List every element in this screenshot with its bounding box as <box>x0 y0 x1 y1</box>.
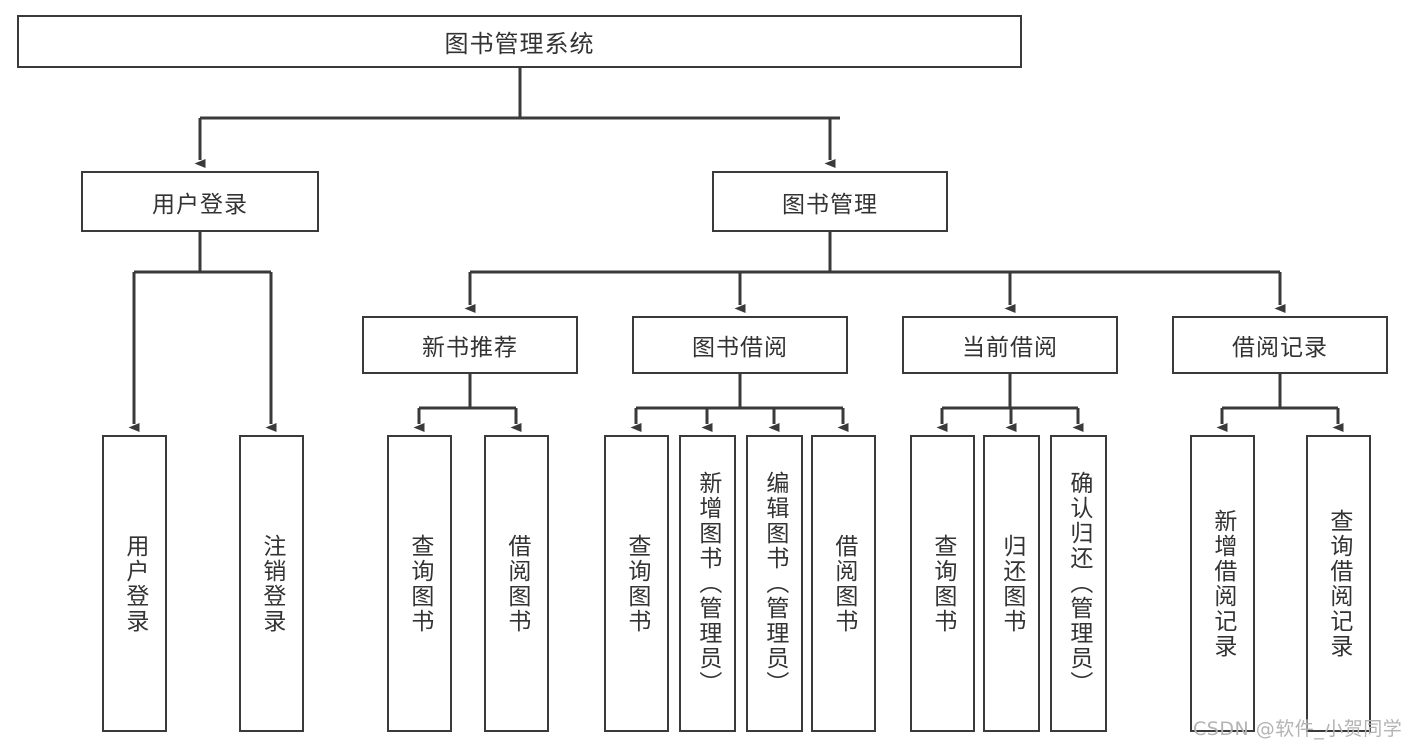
leaf-query-book-2-label: 查询图书 <box>623 533 650 634</box>
leaf-confirm-return-label: 确认归还（管理员） <box>1065 471 1092 696</box>
leaf-borrow-book-2-label: 借阅图书 <box>830 533 857 634</box>
node-current-borrow[interactable]: 当前借阅 <box>902 316 1118 374</box>
leaf-query-record-label: 查询借阅记录 <box>1325 508 1352 659</box>
node-borrow-record-label: 借阅记录 <box>1232 335 1328 361</box>
leaf-edit-book-label: 编辑图书（管理员） <box>761 471 788 696</box>
node-book-borrow[interactable]: 图书借阅 <box>632 316 848 374</box>
node-current-borrow-label: 当前借阅 <box>962 335 1058 361</box>
leaf-query-record[interactable]: 查询借阅记录 <box>1306 435 1371 732</box>
node-root[interactable]: 图书管理系统 <box>17 15 1022 68</box>
leaf-query-book-3[interactable]: 查询图书 <box>910 435 975 732</box>
leaf-logout[interactable]: 注销登录 <box>239 435 304 732</box>
node-borrow-record[interactable]: 借阅记录 <box>1172 316 1388 374</box>
node-root-label: 图书管理系统 <box>444 30 595 58</box>
leaf-add-book[interactable]: 新增图书（管理员） <box>679 435 736 732</box>
node-user-login-label: 用户登录 <box>152 191 248 218</box>
leaf-query-book-1-label: 查询图书 <box>406 533 433 634</box>
leaf-borrow-book-2[interactable]: 借阅图书 <box>811 435 876 732</box>
leaf-user-login[interactable]: 用户登录 <box>102 435 167 732</box>
leaf-user-login-label: 用户登录 <box>121 533 148 634</box>
leaf-query-book-1[interactable]: 查询图书 <box>387 435 452 732</box>
node-new-book-recommend[interactable]: 新书推荐 <box>362 316 578 374</box>
csdn-watermark: CSDN @软件_小贺同学 <box>1193 718 1403 740</box>
leaf-borrow-book-1[interactable]: 借阅图书 <box>484 435 549 732</box>
leaf-add-record-label: 新增借阅记录 <box>1209 508 1236 659</box>
node-user-login[interactable]: 用户登录 <box>81 171 319 232</box>
leaf-return-book[interactable]: 归还图书 <box>983 435 1040 732</box>
node-book-manage-label: 图书管理 <box>782 191 878 218</box>
leaf-logout-label: 注销登录 <box>258 533 285 634</box>
leaf-query-book-3-label: 查询图书 <box>929 533 956 634</box>
node-book-manage[interactable]: 图书管理 <box>712 171 948 232</box>
leaf-add-book-label: 新增图书（管理员） <box>694 471 721 696</box>
leaf-edit-book[interactable]: 编辑图书（管理员） <box>746 435 803 732</box>
leaf-add-record[interactable]: 新增借阅记录 <box>1190 435 1255 732</box>
node-book-borrow-label: 图书借阅 <box>692 335 788 361</box>
leaf-borrow-book-1-label: 借阅图书 <box>503 533 530 634</box>
leaf-confirm-return[interactable]: 确认归还（管理员） <box>1050 435 1107 732</box>
node-new-book-recommend-label: 新书推荐 <box>422 335 518 361</box>
leaf-query-book-2[interactable]: 查询图书 <box>604 435 669 732</box>
leaf-return-book-label: 归还图书 <box>998 533 1025 634</box>
